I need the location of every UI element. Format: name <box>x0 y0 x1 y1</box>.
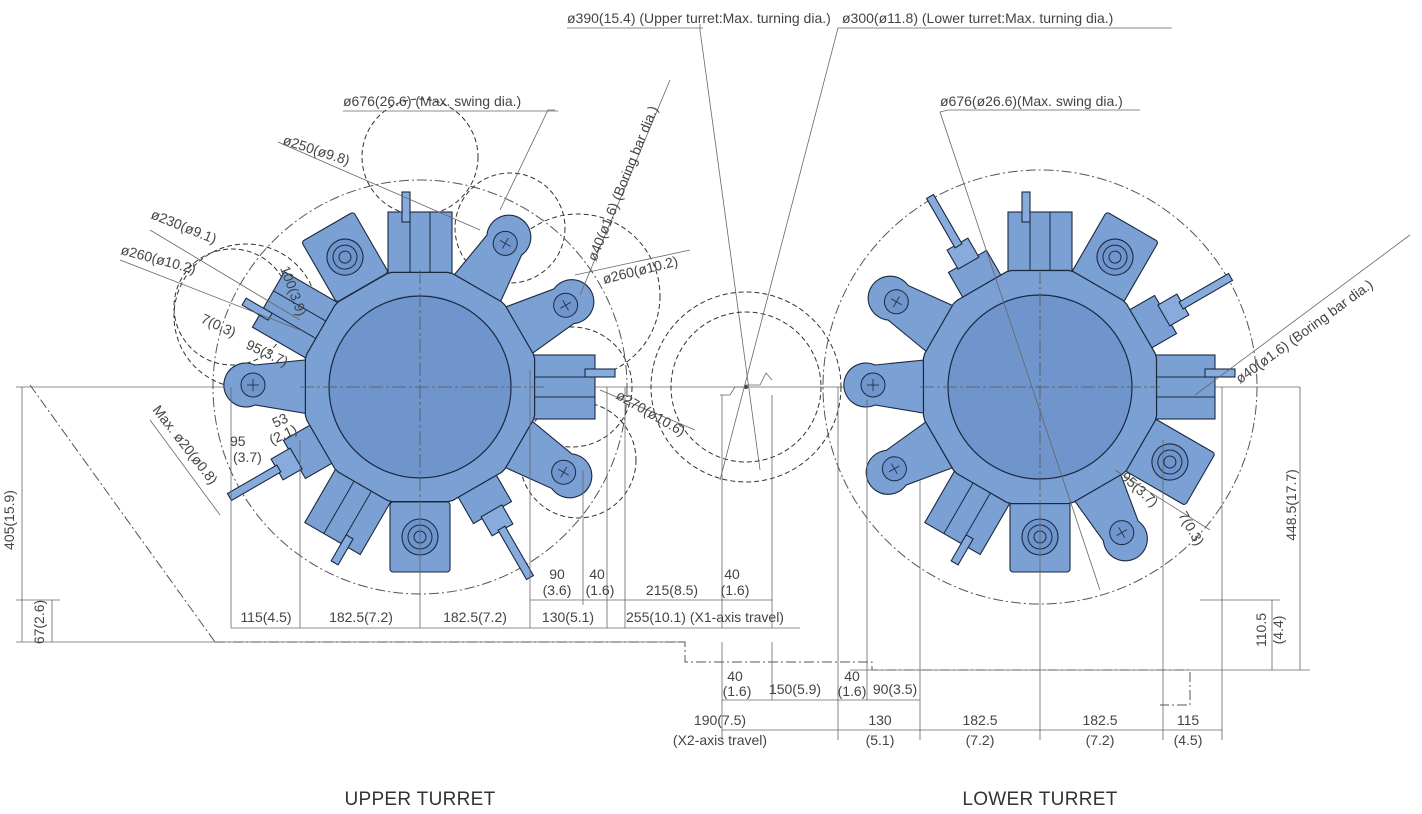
tool-station-6 <box>455 470 535 581</box>
label-lw1825a: 182.5 <box>962 712 997 728</box>
label-lw40b: (1.6) <box>723 683 752 699</box>
label-w115: 115(4.5) <box>240 609 291 625</box>
label-boring-upper: ø40(ø1.6) (Boring bar dia.) <box>584 103 661 263</box>
label-lw40d: (1.6) <box>838 683 867 699</box>
label-d260b: ø260(ø10.2) <box>119 241 198 276</box>
label-lw40a: 40 <box>727 668 743 684</box>
label-w1825a: 182.5(7.2) <box>329 609 393 625</box>
label-d250: ø250(ø9.8) <box>281 132 352 169</box>
leader-260a <box>574 249 691 276</box>
label-w150: 150(5.9) <box>769 681 821 697</box>
work-circle-inner <box>670 311 822 463</box>
label-w130a: 130 <box>868 712 892 728</box>
label-h405: 405(15.9) <box>1 490 17 550</box>
work-zone <box>650 291 842 483</box>
label-w1825b: 182.5(7.2) <box>443 609 507 625</box>
leader-boring-upper <box>579 79 671 296</box>
label-w40a: 40 <box>589 566 605 582</box>
tool-station-12 <box>302 212 388 302</box>
tool-station-5 <box>1125 419 1215 505</box>
upper-circle-250 <box>361 98 479 216</box>
tool-station-12 <box>925 193 1005 304</box>
diagonal-chain-line <box>29 384 216 643</box>
leader-230 <box>149 229 301 321</box>
label-w190b: (X2-axis travel) <box>673 732 767 748</box>
label-w215: 215(8.5) <box>646 582 698 598</box>
label-boring-lower: ø40(ø1.6) (Boring bar dia.) <box>1232 276 1375 386</box>
label-upper-turning-dia: ø390(15.4) (Upper turret:Max. turning di… <box>567 10 831 26</box>
label-h67: 67(2.6) <box>31 600 47 644</box>
caption-upper-turret: UPPER TURRET <box>344 789 495 810</box>
tool-station-1 <box>387 191 453 278</box>
label-l7-lower: 7(0.3) <box>1175 509 1207 549</box>
label-w40b: (1.6) <box>586 582 615 598</box>
label-w90a: 90 <box>549 566 565 582</box>
label-l53: 53 <box>270 410 291 431</box>
work-center-dot <box>744 385 748 389</box>
label-lw115a: 115 <box>1177 712 1200 728</box>
label-w90b: (3.6) <box>543 582 572 598</box>
label-w130: 130(5.1) <box>542 609 594 625</box>
lower-turret: ø300(ø11.8) (Lower turret:Max. turning d… <box>673 10 1411 810</box>
upper-tool-stations <box>223 191 616 581</box>
base-dashdot-right <box>680 641 1191 706</box>
label-lw1825c: 182.5 <box>1082 712 1117 728</box>
leader-250 <box>277 141 481 231</box>
tool-station-3 <box>1123 272 1234 352</box>
tool-station-2 <box>1072 212 1158 302</box>
work-marker-left <box>720 386 745 396</box>
label-h1105b: (4.4) <box>1270 616 1286 645</box>
label-w255: 255(10.1) (X1-axis travel) <box>626 609 784 625</box>
label-lower-turning-dia: ø300(ø11.8) (Lower turret:Max. turning d… <box>842 10 1113 26</box>
label-w40d: (1.6) <box>721 582 750 598</box>
leader-swing-lower <box>939 109 1140 591</box>
tool-station-1 <box>1007 191 1073 278</box>
label-w130b: (5.1) <box>866 732 895 748</box>
leader-boring-lower <box>1194 234 1411 396</box>
caption-lower-turret: LOWER TURRET <box>962 789 1117 810</box>
label-lw40c: 40 <box>844 668 860 684</box>
label-upper-swing-dia: ø676(26.6) (Max. swing dia.) <box>343 93 521 109</box>
label-lw115b: (4.5) <box>1174 732 1203 748</box>
label-lw1825d: (7.2) <box>1086 732 1115 748</box>
label-l7: 7(0.3) <box>199 310 239 340</box>
work-marker-right <box>745 372 773 386</box>
label-w190a: 190(7.5) <box>694 712 746 728</box>
tool-station-10 <box>223 358 316 416</box>
leader-95-lower <box>1114 469 1211 531</box>
label-l95b2: (3.7) <box>233 449 262 465</box>
leader-260b <box>119 259 301 331</box>
upper-turret: ø390(15.4) (Upper turret:Max. turning di… <box>1 10 831 810</box>
label-h4485: 448.5(17.7) <box>1283 469 1299 541</box>
leader-turning-lower <box>719 27 1172 481</box>
leader-swing-upper <box>499 109 555 211</box>
lower-swing-circle <box>822 169 1258 605</box>
tool-station-4 <box>1149 354 1236 420</box>
label-h1105a: 110.5 <box>1253 613 1269 647</box>
label-d260a: ø260(ø10.2) <box>601 253 680 287</box>
label-lw1825b: (7.2) <box>966 732 995 748</box>
label-maxd20: Max. ø20(ø0.8) <box>150 402 222 487</box>
label-w90-lower: 90(3.5) <box>873 681 917 697</box>
lower-tool-stations <box>843 191 1236 573</box>
label-d230: ø230(ø9.1) <box>149 206 219 247</box>
work-circle-outer <box>650 291 842 483</box>
upper-circle-boring <box>454 172 566 284</box>
leader-turning-upper <box>699 24 761 471</box>
leader-maxd20 <box>149 419 221 516</box>
label-w40c: 40 <box>724 566 740 582</box>
label-l95b: 95 <box>230 433 246 449</box>
leader-270 <box>599 389 696 431</box>
label-lower-swing-dia: ø676(ø26.6)(Max. swing dia.) <box>940 93 1123 109</box>
